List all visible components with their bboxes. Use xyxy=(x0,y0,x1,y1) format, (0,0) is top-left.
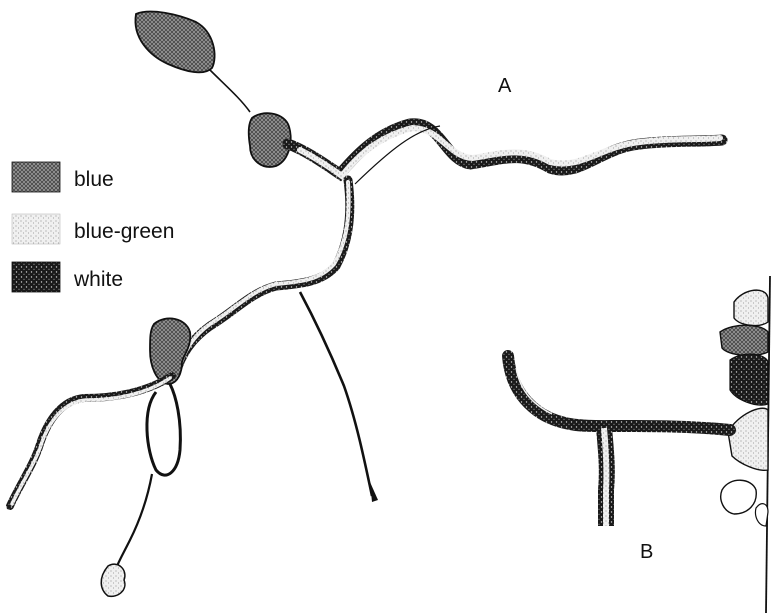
legend-swatch-blue xyxy=(12,162,60,192)
b-left-arm-sheath xyxy=(508,356,730,430)
panel-label-b: B xyxy=(640,541,653,563)
blue-cell-b xyxy=(720,325,768,355)
blue-green-cell-large xyxy=(728,408,768,470)
main-trunk-core xyxy=(300,128,720,176)
soma-connector xyxy=(210,70,250,112)
panel-a: A xyxy=(10,12,722,597)
blue-green-cell-top xyxy=(734,290,768,325)
b-stem-core xyxy=(604,428,606,526)
blue-green-small-cell xyxy=(101,564,125,596)
legend-label-white: white xyxy=(73,268,123,291)
descending-branch-sheath xyxy=(176,180,350,374)
legend: blue blue-green white xyxy=(12,162,174,292)
small-outline-cell-b xyxy=(755,504,768,526)
right-descending-fiber xyxy=(300,292,372,496)
outline-cell-b xyxy=(721,480,757,514)
panel-label-a: A xyxy=(498,75,512,97)
legend-swatch-blue-green xyxy=(12,214,60,244)
white-cell-b xyxy=(730,354,768,405)
blue-soma-top xyxy=(135,12,214,73)
lower-fiber xyxy=(114,474,152,574)
legend-label-blue: blue xyxy=(74,168,114,191)
legend-label-blue-green: blue-green xyxy=(74,220,174,243)
panel-b: B xyxy=(508,276,770,613)
legend-swatch-white xyxy=(12,262,60,292)
loop-fiber xyxy=(147,384,180,475)
